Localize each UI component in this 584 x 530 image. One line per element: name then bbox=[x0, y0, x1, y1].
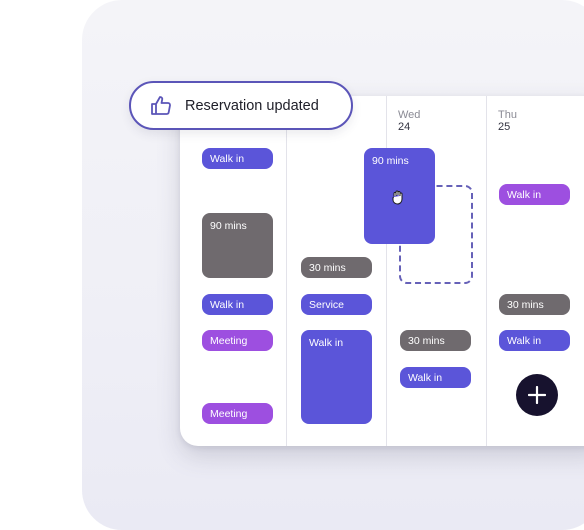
event-label: 90 mins bbox=[372, 155, 409, 167]
event-walk-in[interactable]: Walk in bbox=[301, 330, 372, 424]
event-meeting[interactable]: Meeting bbox=[202, 330, 273, 351]
day-name: Thu bbox=[498, 109, 517, 121]
day-header-thu: Thu 25 bbox=[498, 109, 517, 133]
event-label: Service bbox=[309, 298, 345, 311]
event-meeting[interactable]: Meeting bbox=[202, 403, 273, 424]
column-divider bbox=[286, 96, 287, 446]
reservation-toast: Reservation updated bbox=[129, 81, 353, 130]
thumbs-up-icon bbox=[151, 95, 171, 115]
event-30-mins[interactable]: 30 mins bbox=[301, 257, 372, 278]
add-event-button[interactable] bbox=[516, 374, 558, 416]
event-walk-in[interactable]: Walk in bbox=[400, 367, 471, 388]
toast-message: Reservation updated bbox=[185, 97, 319, 114]
event-label: Walk in bbox=[309, 337, 344, 349]
event-30-mins[interactable]: 30 mins bbox=[400, 330, 471, 351]
event-label: 30 mins bbox=[408, 334, 445, 347]
event-label: Walk in bbox=[210, 152, 245, 165]
event-label: Walk in bbox=[507, 334, 542, 347]
event-label: Walk in bbox=[408, 371, 443, 384]
event-walk-in[interactable]: Walk in bbox=[499, 184, 570, 205]
plus-icon bbox=[528, 386, 546, 404]
event-label: Meeting bbox=[210, 407, 248, 420]
event-label: Walk in bbox=[507, 188, 542, 201]
event-90-mins[interactable]: 90 mins bbox=[202, 213, 273, 278]
event-walk-in[interactable]: Walk in bbox=[202, 294, 273, 315]
day-header-wed: Wed 24 bbox=[398, 109, 420, 133]
day-date: 24 bbox=[398, 121, 411, 133]
event-walk-in[interactable]: Walk in bbox=[202, 148, 273, 169]
event-service[interactable]: Service bbox=[301, 294, 372, 315]
event-label: Walk in bbox=[210, 298, 245, 311]
event-label: Meeting bbox=[210, 334, 248, 347]
event-label: 30 mins bbox=[309, 261, 346, 274]
hand-grab-icon bbox=[392, 190, 403, 205]
column-divider bbox=[386, 96, 387, 446]
event-walk-in[interactable]: Walk in bbox=[499, 330, 570, 351]
event-30-mins[interactable]: 30 mins bbox=[499, 294, 570, 315]
calendar-grid: Wed 24 Thu 25 Walk in 90 mins Walk in Me… bbox=[180, 96, 584, 446]
day-name: Wed bbox=[398, 109, 421, 121]
event-label: 30 mins bbox=[507, 298, 544, 311]
column-divider bbox=[486, 96, 487, 446]
event-label: 90 mins bbox=[210, 220, 247, 232]
day-date: 25 bbox=[498, 121, 511, 133]
